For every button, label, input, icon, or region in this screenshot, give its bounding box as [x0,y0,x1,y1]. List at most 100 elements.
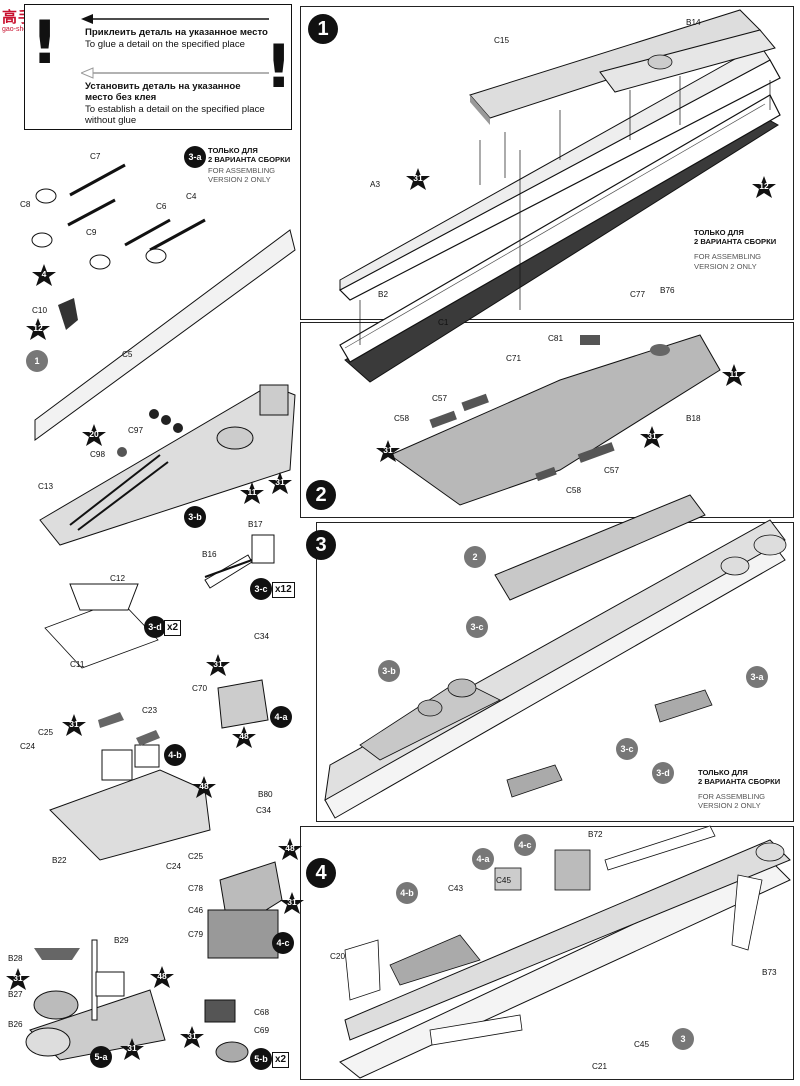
glue-star-31-b: 31 [206,654,230,676]
part-label-b29: B29 [114,936,129,945]
glue-star-31-c: 31 [62,714,86,736]
part-label-c8: C8 [20,200,31,209]
glue-star-31-e: 31 [6,968,30,990]
noglue-arrow-icon [81,67,269,79]
badge-3b: 3-b [184,506,206,528]
part-label-b26: B26 [8,1020,23,1029]
part-label-c97: C97 [128,426,144,435]
note-1-en-2: VERSION 2 ONLY [694,262,757,271]
part-label-c24-b: C24 [166,862,182,871]
glue-star-31-g: 31 [180,1026,204,1048]
glue-star-31-a: 31 [268,472,292,494]
noglue-label-ru-2: место без клея [85,92,157,103]
step1-guide-lines [359,76,771,345]
part-label-c71: C71 [506,354,522,363]
step-4a-turret-drawing [217,679,269,729]
step-5a-drawing [25,939,166,1061]
hull-upper-drawing [339,44,781,301]
glue-star-48-b: 48 [192,776,216,798]
part-label-c6: C6 [156,202,167,211]
part-label-c98: C98 [90,450,106,459]
glue-star-12-b: 12 [752,176,776,198]
glue-star-31-h: 31 [376,440,400,462]
step3-mounts-drawing [506,689,713,798]
badge-5a: 5-a [90,1046,112,1068]
step-4b-bridge-drawing [49,712,211,861]
part-label-c45-b: C45 [634,1040,650,1049]
part-label-c46: C46 [188,906,204,915]
deck-b14-drawing [599,29,776,93]
part-label-c23: C23 [142,706,158,715]
part-label-c9: C9 [86,228,97,237]
glue-label-ru: Приклеить деталь на указанное место [85,27,268,38]
ref-step-3-badge: 3 [672,1028,694,1050]
step-3b-bow-deck-drawing [39,384,296,546]
part-label-b76: B76 [660,286,675,295]
part-label-c25-a: C25 [38,728,54,737]
badge-4c: 4-c [272,932,294,954]
part-label-c21: C21 [592,1062,608,1071]
ref-3c-badge-b: 3-c [616,738,638,760]
part-label-b28: B28 [8,954,23,963]
part-label-b72: B72 [588,830,603,839]
exclamation-left: ! [31,8,59,78]
part-label-b16: B16 [202,550,217,559]
ref-4c-badge: 4-c [514,834,536,856]
exclamation-right: ! [265,32,293,102]
ref-step-1-badge: 1 [26,350,48,372]
ref-3c-badge-a: 3-c [466,616,488,638]
part-label-c34-a: C34 [254,632,270,641]
note-1-ru-2: 2 ВАРИАНТА СБОРКИ [694,237,777,246]
ref-3a-badge: 3-a [746,666,768,688]
part-label-c68: C68 [254,1008,270,1017]
step3-hull-drawing [324,519,787,819]
part-label-b80: B80 [258,790,273,799]
noglue-label-en-1: To establish a detail on the specified p… [85,104,265,115]
note-3-ru-2: 2 ВАРИАНТА СБОРКИ [698,777,781,786]
note-3a-ru-1: ТОЛЬКО ДЛЯ [208,146,258,155]
glue-arrow-icon [81,14,269,24]
glue-star-11-b: 11 [722,364,746,386]
part-label-c58-b: C58 [566,486,582,495]
part-label-c12: C12 [110,574,126,583]
glue-star-31-f: 31 [120,1038,144,1060]
part-label-c70: C70 [192,684,208,693]
step-3c-b16-b17-drawing [204,559,253,578]
part-label-c13: C13 [38,482,54,491]
ref-3d-badge: 3-d [652,762,674,784]
badge-3d: 3-d [144,616,166,638]
part-label-c1: C1 [438,318,449,327]
noglue-label-en-2: without glue [85,115,137,126]
badge-4a: 4-a [270,706,292,728]
note-3a-en-1: FOR ASSEMBLING [208,166,276,175]
step-3a-propellers-drawing [31,163,296,441]
multiplier-x12: x12 [272,582,295,598]
note-3-en-1: FOR ASSEMBLING [698,792,766,801]
badge-3a: 3-a [184,146,206,168]
part-label-c4: C4 [186,192,197,201]
glue-label-en: To glue a detail on the specified place [85,39,246,50]
step-4c-tower-drawing [207,861,283,959]
step2-deck-drawing [388,334,721,506]
part-label-c7: C7 [90,152,101,161]
part-label-c78: C78 [188,884,204,893]
part-label-b18: B18 [686,414,701,423]
note-1-en-1: FOR ASSEMBLING [694,252,762,261]
part-label-c81: C81 [548,334,564,343]
part-label-b14: B14 [686,18,701,27]
part-label-c45-a: C45 [496,876,512,885]
glue-star-12-a: 12 [26,318,50,340]
glue-star-48-d: 48 [150,966,174,988]
hull-lower-drawing [339,94,781,383]
part-label-c58-a: C58 [394,414,410,423]
note-3a-ru-2: 2 ВАРИАНТА СБОРКИ [208,155,291,164]
part-label-b17: B17 [248,520,263,529]
multiplier-x2-a: x2 [164,620,182,636]
glue-star-20: 20 [82,424,106,446]
part-label-c24-a: C24 [20,742,36,751]
badge-4b: 4-b [164,744,186,766]
note-3-ru-1: ТОЛЬКО ДЛЯ [698,768,748,777]
glue-star-48-c: 48 [278,838,302,860]
noglue-label-ru-1: Установить деталь на указанное [85,81,241,92]
